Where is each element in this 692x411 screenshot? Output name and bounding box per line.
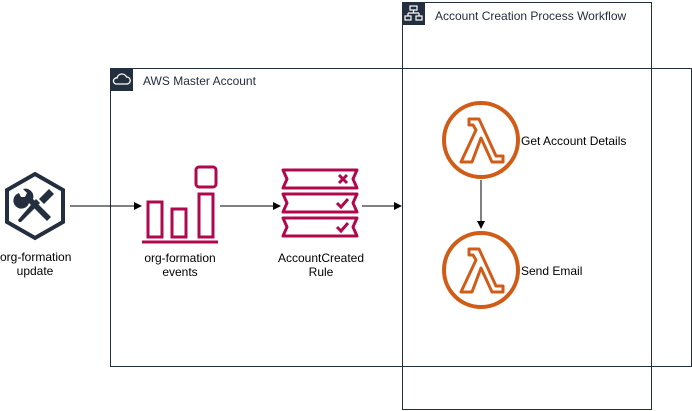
rule-label-line2: Rule <box>308 265 334 279</box>
lambda-icon <box>442 101 520 179</box>
master-account-group-title: AWS Master Account <box>143 74 256 88</box>
org-events-label-line1: org-formation <box>144 251 216 265</box>
step-functions-icon <box>402 2 425 25</box>
workflow-group-title: Account Creation Process Workflow <box>435 9 627 23</box>
lambda-icon <box>442 231 520 309</box>
org-update-label-line1: org-formation <box>0 250 72 264</box>
lambda-get-label: Get Account Details <box>521 134 627 148</box>
org-events-label: org-formation events <box>140 251 220 279</box>
workflow-group <box>402 2 652 410</box>
eventbridge-rule-icon <box>281 168 359 238</box>
aws-cloud-icon <box>110 68 133 91</box>
lambda-send-label: Send Email <box>521 264 583 278</box>
org-events-label-line2: events <box>162 265 198 279</box>
event-bars-icon <box>142 165 218 244</box>
org-update-label: org-formation update <box>0 250 72 278</box>
org-update-label-line2: update <box>16 264 54 278</box>
rule-label: AccountCreated Rule <box>271 251 371 279</box>
rule-label-line1: AccountCreated <box>277 251 365 265</box>
tools-hexagon-icon <box>5 171 65 241</box>
